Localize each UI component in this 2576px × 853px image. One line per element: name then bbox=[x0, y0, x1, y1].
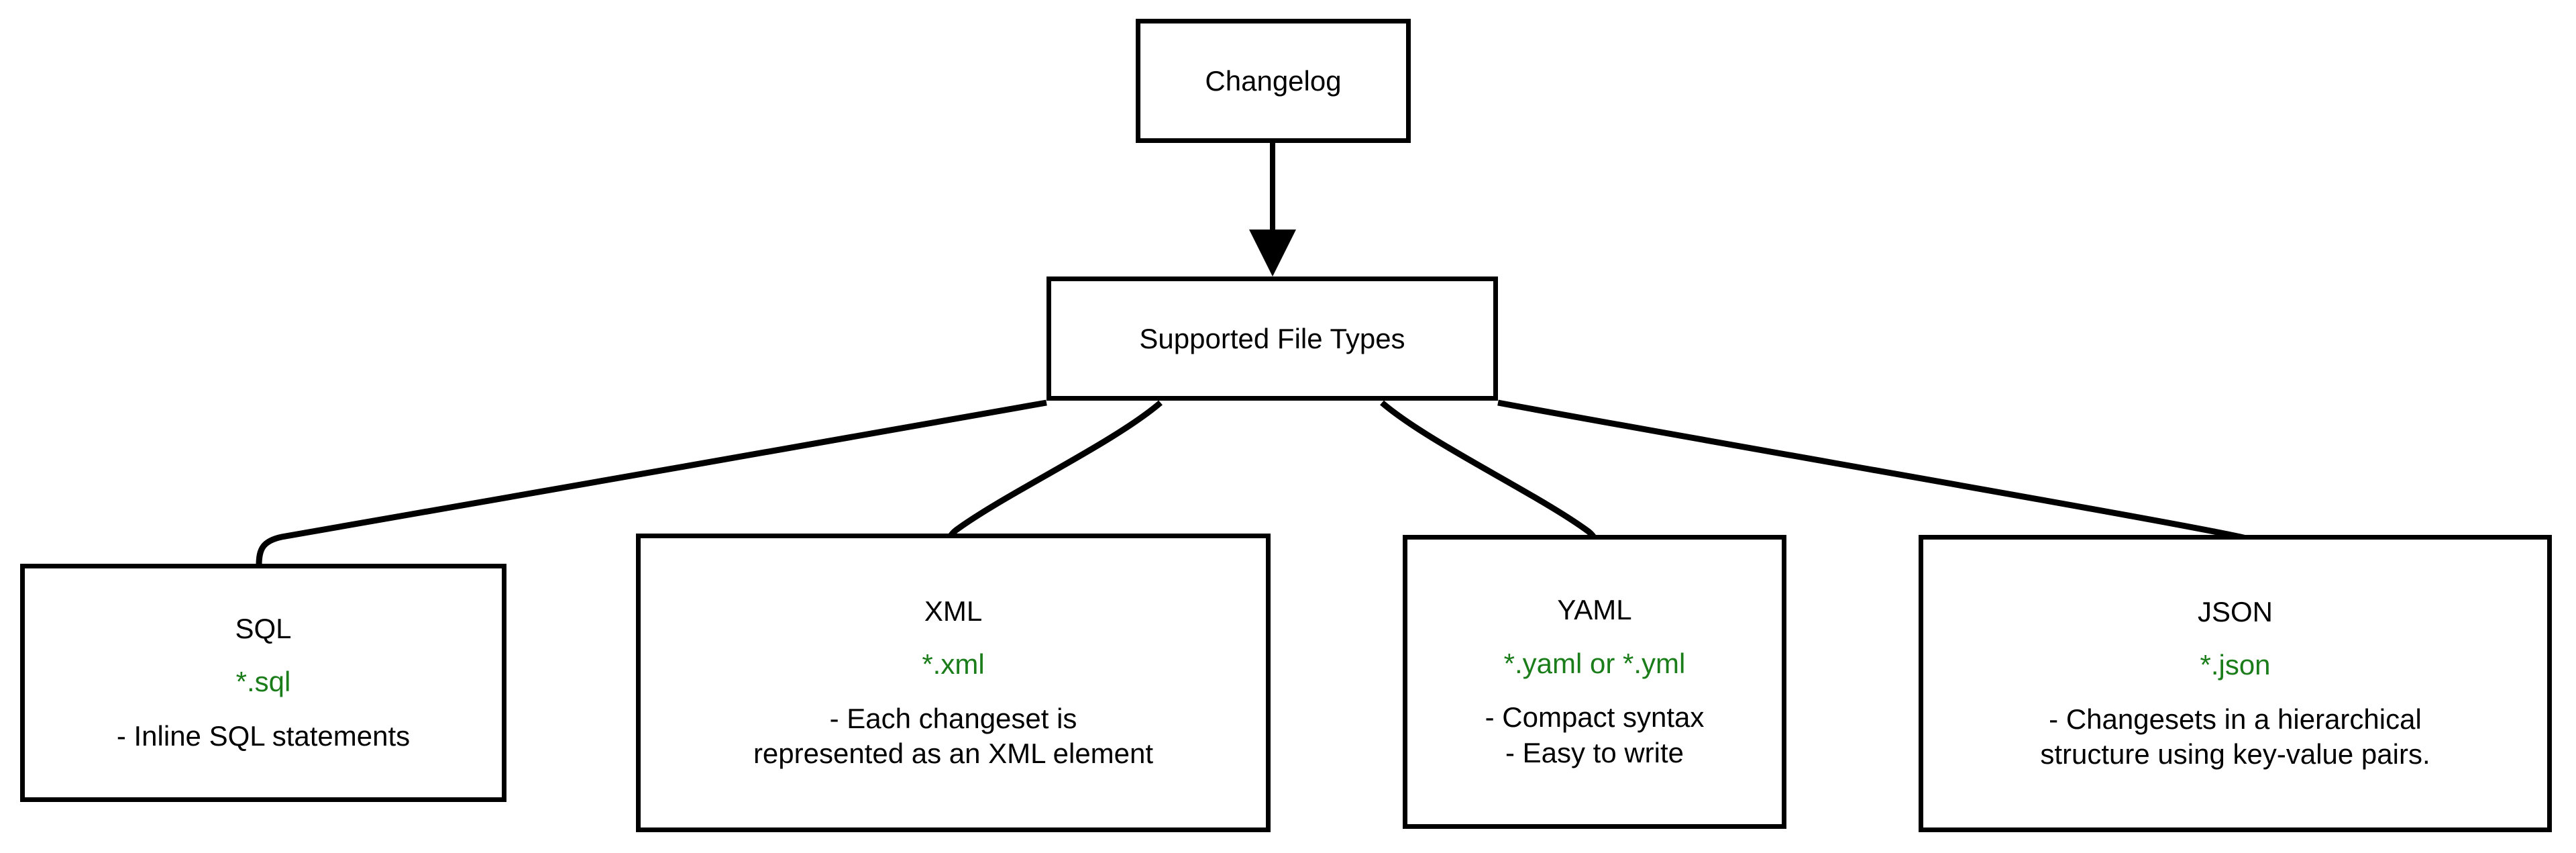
node-changelog-title: Changelog bbox=[1205, 64, 1342, 97]
node-xml-extension: *.xml bbox=[922, 648, 985, 681]
node-yaml-extension: *.yaml or *.yml bbox=[1503, 647, 1686, 679]
node-sql-description: - Inline SQL statements bbox=[107, 719, 419, 754]
node-yaml[interactable]: YAML *.yaml or *.yml - Compact syntax - … bbox=[1403, 535, 1786, 829]
node-xml-description-line: - Each changeset is bbox=[829, 702, 1077, 734]
node-xml-description-line: represented as an XML element bbox=[753, 738, 1154, 770]
node-yaml-description-line: - Compact syntax bbox=[1485, 701, 1705, 734]
node-json-description: - Changesets in a hierarchical structure… bbox=[2031, 702, 2439, 772]
edge-changelog-to-supported bbox=[1249, 143, 1296, 277]
node-supported-file-types-title: Supported File Types bbox=[1139, 322, 1405, 354]
node-changelog[interactable]: Changelog bbox=[1136, 19, 1411, 143]
node-xml[interactable]: XML *.xml - Each changeset is represente… bbox=[636, 534, 1271, 832]
node-xml-description: - Each changeset is represented as an XM… bbox=[744, 701, 1163, 771]
node-supported-file-types[interactable]: Supported File Types bbox=[1046, 277, 1498, 401]
node-json-title: JSON bbox=[2197, 595, 2273, 628]
node-yaml-description-line: - Easy to write bbox=[1505, 736, 1684, 768]
node-sql-title: SQL bbox=[235, 612, 292, 644]
node-yaml-description: - Compact syntax - Easy to write bbox=[1476, 700, 1714, 770]
node-sql-description-line: - Inline SQL statements bbox=[116, 720, 411, 752]
node-json[interactable]: JSON *.json - Changesets in a hierarchic… bbox=[1919, 535, 2552, 832]
node-sql[interactable]: SQL *.sql - Inline SQL statements bbox=[20, 564, 506, 802]
node-xml-title: XML bbox=[924, 595, 983, 627]
node-json-description-line: - Changesets in a hierarchical bbox=[2049, 703, 2422, 735]
node-json-description-line: structure using key-value pairs. bbox=[2040, 738, 2430, 770]
node-json-extension: *.json bbox=[2200, 649, 2271, 681]
node-yaml-title: YAML bbox=[1557, 594, 1632, 626]
node-sql-extension: *.sql bbox=[235, 666, 291, 698]
